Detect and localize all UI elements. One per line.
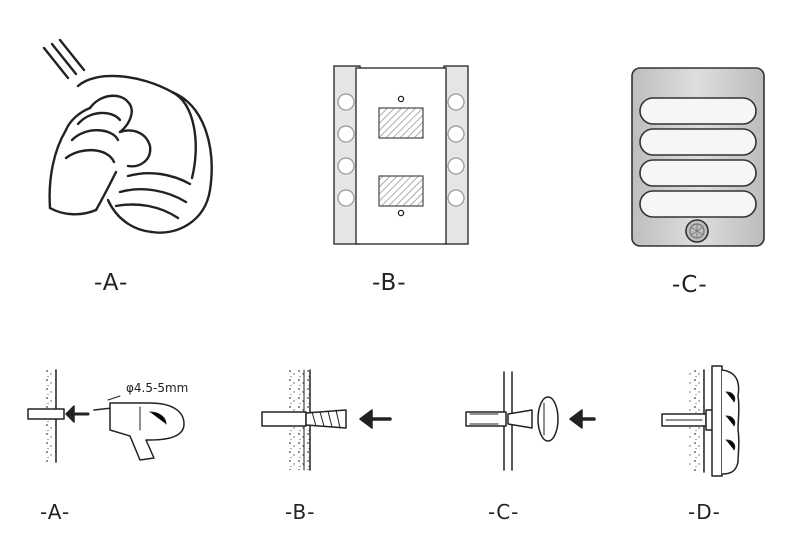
- anchor-step-icon: [261, 369, 392, 471]
- bottom-step-c-label: -C-: [488, 500, 520, 524]
- top-step-b-label: -B-: [372, 270, 407, 296]
- mount-step-icon: [661, 365, 740, 477]
- drill-spec-label: φ4.5-5mm: [126, 381, 189, 395]
- bottom-step-a-label: -A-: [40, 500, 71, 524]
- back-plate-icon: [333, 65, 469, 245]
- hand-wiping-icon: [42, 38, 213, 234]
- screw-step-icon: [465, 371, 596, 471]
- bottom-step-b-label: -B-: [285, 500, 316, 524]
- bottom-step-d-label: -D-: [688, 500, 721, 524]
- top-step-c-label: -C-: [672, 272, 708, 298]
- top-step-a-label: -A-: [94, 270, 129, 296]
- drill-step-icon: [27, 369, 185, 463]
- sensor-light-icon: [631, 67, 765, 247]
